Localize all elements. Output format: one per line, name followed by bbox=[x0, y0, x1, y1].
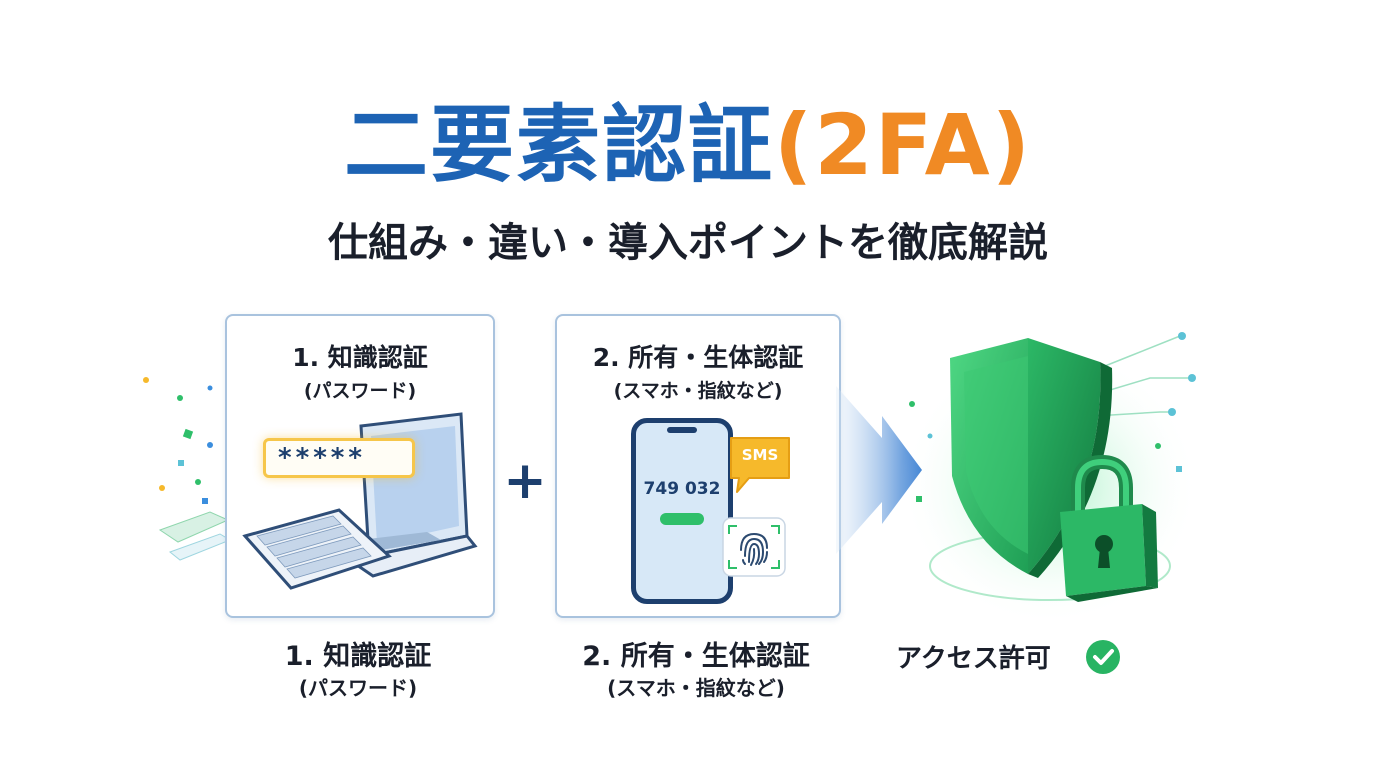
caption-possession-title: 2. 所有・生体認証 bbox=[582, 641, 810, 672]
title-abbrev: (2FA) bbox=[774, 96, 1032, 194]
otp-code: 749 032 bbox=[643, 479, 721, 499]
fingerprint-icon bbox=[722, 517, 786, 577]
caption-possession-subtitle: (スマホ・指紋など) bbox=[607, 676, 785, 700]
sms-bubble-icon bbox=[730, 437, 790, 493]
password-mask: ***** bbox=[278, 443, 366, 473]
page-subtitle: 仕組み・違い・導入ポイントを徹底解説 bbox=[328, 220, 1048, 266]
left-particles-decoration bbox=[143, 377, 230, 561]
smartphone-icon: 749 032 bbox=[631, 418, 733, 604]
possession-factor-title: 2. 所有・生体認証 bbox=[592, 343, 804, 372]
knowledge-factor-subtitle: (パスワード) bbox=[303, 380, 417, 402]
check-circle-icon bbox=[1086, 640, 1120, 674]
arrow-right-icon bbox=[836, 386, 922, 554]
knowledge-factor-card: 1. 知識認証 (パスワード) ***** bbox=[225, 314, 495, 618]
access-granted-label: アクセス許可 bbox=[896, 644, 1051, 674]
password-field: ***** bbox=[263, 438, 415, 478]
shield-icon bbox=[900, 332, 1200, 626]
possession-factor-card: 2. 所有・生体認証 (スマホ・指紋など) 749 032 SMS bbox=[555, 314, 841, 618]
keyboard-icon bbox=[242, 508, 392, 590]
padlock-icon bbox=[1060, 454, 1158, 602]
caption-knowledge-subtitle: (パスワード) bbox=[298, 676, 418, 700]
sms-label: SMS bbox=[741, 446, 779, 464]
plus-operator: + bbox=[503, 451, 547, 511]
page-title: 二要素認証(2FA) bbox=[0, 78, 1376, 199]
title-main: 二要素認証 bbox=[344, 96, 775, 194]
knowledge-factor-title: 1. 知識認証 bbox=[292, 343, 428, 372]
caption-knowledge-title: 1. 知識認証 bbox=[284, 641, 432, 672]
verify-bar bbox=[660, 513, 704, 525]
possession-factor-subtitle: (スマホ・指紋など) bbox=[613, 380, 783, 402]
laptop-icon bbox=[242, 412, 478, 590]
